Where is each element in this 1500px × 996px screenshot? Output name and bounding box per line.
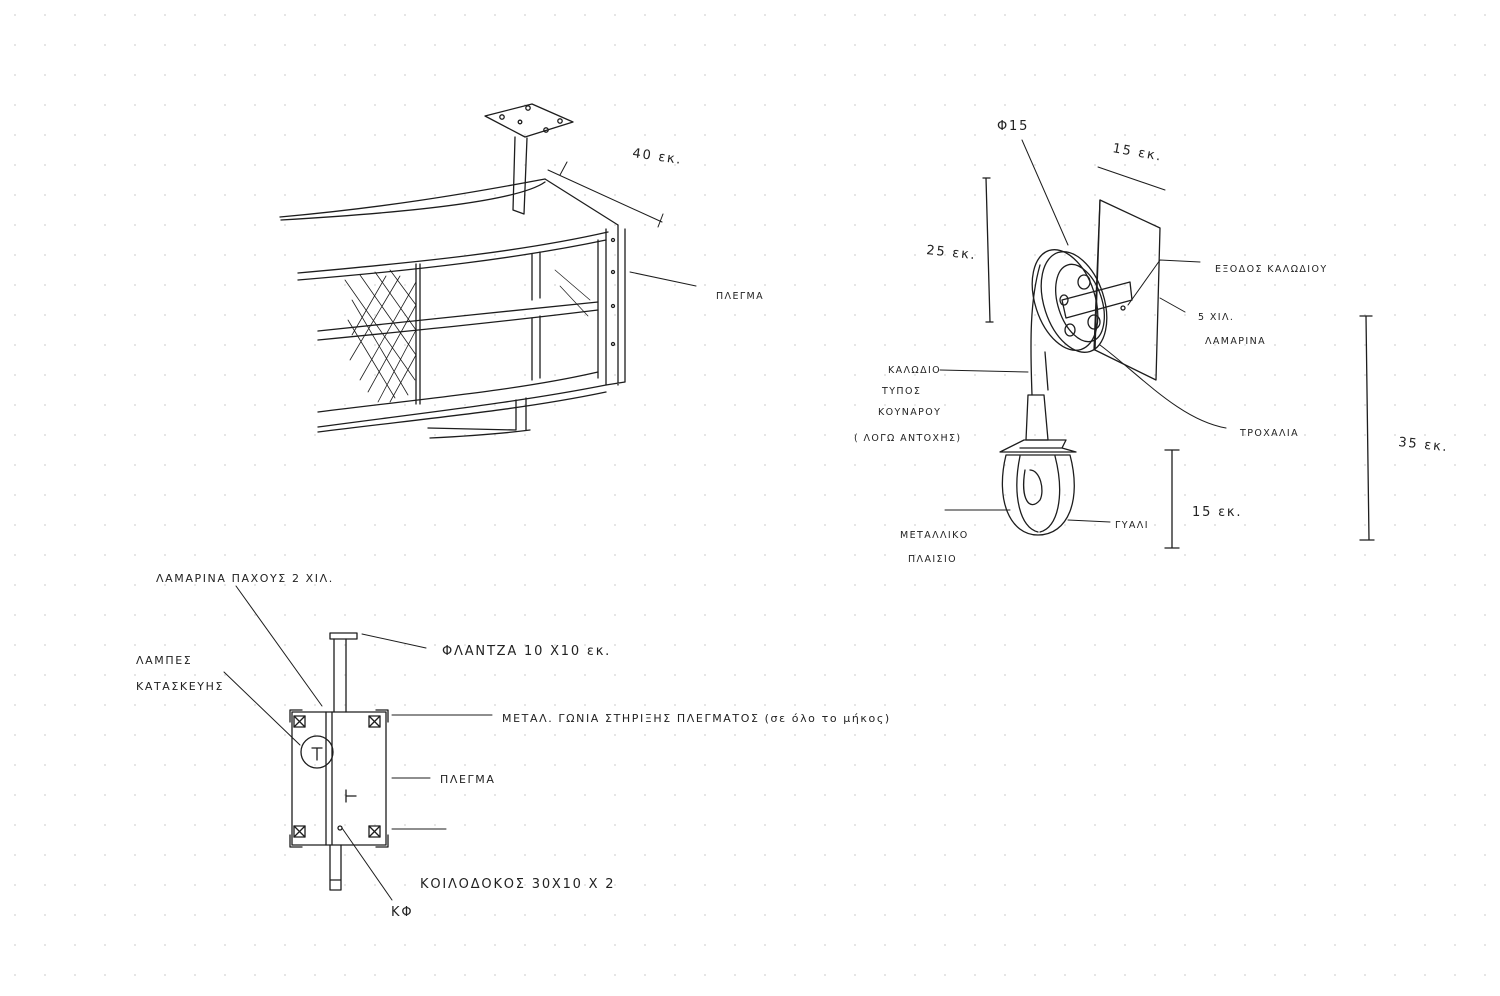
- pulley-diameter-label: Φ15: [997, 119, 1029, 134]
- lamp-drawing: [939, 139, 1375, 549]
- plate-height-dimension: 25 εκ.: [926, 243, 978, 263]
- metal-frame-label-line1: ΜΕΤΑΛΛΙΚΟ: [900, 530, 969, 541]
- lamp-label-line1: ΛΑΜΠΕΣ: [136, 654, 192, 667]
- glass-label: ΓΥΑΛΙ: [1115, 520, 1149, 531]
- box-drawing: [279, 103, 697, 439]
- lamp-label-line2: ΚΑΤΑΣΚΕΥΗΣ: [136, 680, 224, 693]
- mesh-label: ΠΛΕΓΜΑ: [440, 773, 496, 786]
- sheet-thickness-label: 5 ΧΙΛ.: [1198, 312, 1234, 323]
- sheet-material-label: ΛΑΜΑΡΙΝΑ: [1205, 336, 1266, 347]
- cable-label-line1: ΚΑΛΩΔΙΟ: [888, 365, 941, 376]
- pulley-label: ΤΡΟΧΑΛΙΑ: [1239, 428, 1299, 439]
- depth-dimension-label: 40 εκ.: [631, 146, 683, 168]
- mesh-label: ΠΛΕΓΜΑ: [716, 291, 764, 302]
- plate-width-dimension: 15 εκ.: [1111, 141, 1163, 165]
- cross-section-sketch: ΛΑΜΑΡΙΝΑ ΠΑΧΟΥΣ 2 ΧΙΛ. ΛΑΜΠΕΣ ΚΑΤΑΣΚΕΥΗΣ…: [136, 572, 891, 920]
- cable-label-line4: ( ΛΟΓΩ ΑΝΤΟΧΗΣ): [854, 433, 962, 444]
- cable-label-line2: ΤΥΠΟΣ: [881, 386, 921, 397]
- cable-label-line3: ΚΟΥΝΑΡΟΥ: [878, 407, 941, 418]
- hollow-beam-label: ΚΟΙΛΟΔΟΚΟΣ 30Χ10 Χ 2: [420, 877, 615, 892]
- lamp-height-dimension: 15 εκ.: [1192, 505, 1242, 520]
- metal-frame-label-line2: ΠΛΑΙΣΙΟ: [908, 554, 957, 565]
- sheet-thickness-label: ΛΑΜΑΡΙΝΑ ΠΑΧΟΥΣ 2 ΧΙΛ.: [156, 572, 334, 585]
- total-height-dimension: 35 εκ.: [1398, 435, 1450, 455]
- pulley-lamp-sketch: Φ15 15 εκ. 25 εκ. ΕΞΟΔΟΣ ΚΑΛΩΔΙΟΥ 5 ΧΙΛ.…: [854, 119, 1449, 565]
- perspective-sketch: 40 εκ. ΠΛΕΓΜΑ: [279, 103, 764, 439]
- kf-label: ΚΦ: [391, 905, 413, 920]
- flange-label: ΦΛΑΝΤΖΑ 10 Χ10 εκ.: [442, 644, 611, 659]
- cable-exit-label: ΕΞΟΔΟΣ ΚΑΛΩΔΙΟΥ: [1215, 264, 1328, 275]
- angle-support-label: ΜΕΤΑΛ. ΓΩΝΙΑ ΣΤΗΡΙΞΗΣ ΠΛΕΓΜΑΤΟΣ (σε όλο …: [502, 712, 891, 725]
- section-drawing: [223, 585, 493, 901]
